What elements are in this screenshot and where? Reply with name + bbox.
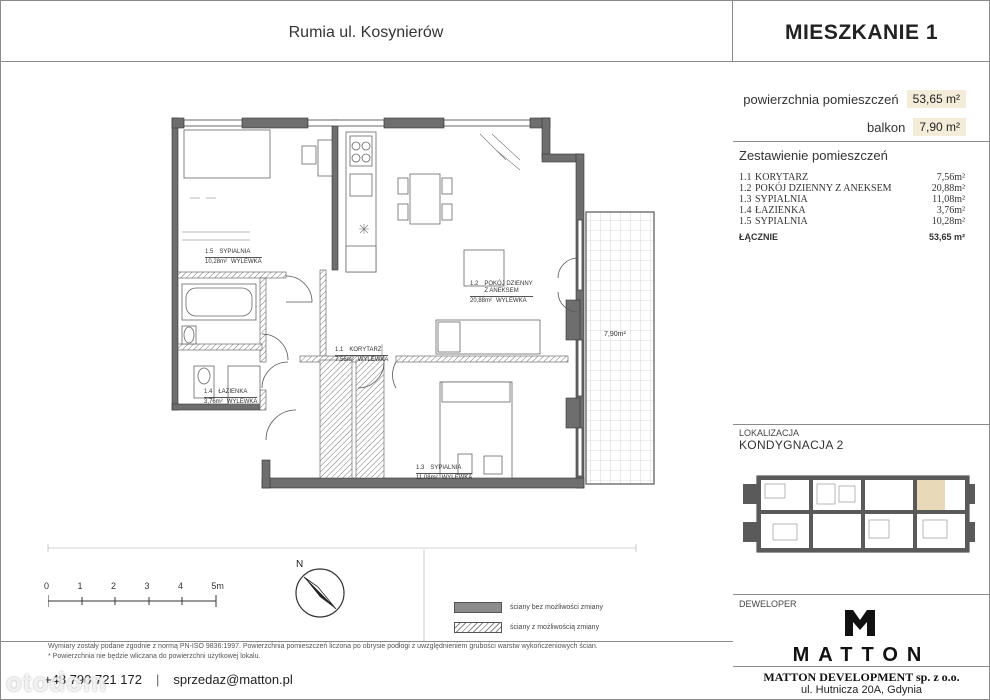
legend-hatch-walls: ściany z możliwością zmiany [454, 622, 599, 633]
balcony-area-value: 7,90 m² [913, 118, 966, 136]
legend-solid-walls: ściany bez możliwości zmiany [454, 602, 603, 613]
watermark: otodom [6, 667, 108, 697]
rooms-title: Zestawienie pomieszczeń [739, 148, 888, 163]
svg-text:N: N [296, 559, 303, 570]
company-address: ul. Hutnicza 20A, Gdynia [800, 684, 923, 696]
location-value: KONDYGNACJA 2 [739, 438, 844, 452]
contact-separator: | [155, 672, 160, 687]
apartment-title: MIESZKANIE 1 [784, 20, 939, 44]
location-label: LOKALIZACJA [739, 428, 800, 438]
partition-walls [177, 269, 569, 479]
legend-swatch-solid [454, 602, 502, 613]
scale-tick-4: 4 [177, 581, 183, 591]
scale-tick-3: 3 [144, 581, 150, 591]
balcony-area [585, 211, 655, 485]
floor-plan-drawing [171, 117, 655, 489]
balcony-label: 7,90m² [604, 331, 626, 338]
developer-label: DEWELOPER [739, 599, 797, 609]
address-header: Rumia ul. Kosynierów [0, 0, 733, 62]
balcony-area-label: balkon [867, 119, 906, 135]
balcony-area-row: balkon 7,90 m² [867, 118, 966, 136]
total-area-label: powierzchnia pomieszczeń [743, 91, 899, 107]
phone-number[interactable]: +48 790 721 172 [44, 672, 142, 687]
info-panel: powierzchnia pomieszczeń 53,65 m² balkon… [733, 62, 990, 700]
total-area-row: powierzchnia pomieszczeń 53,65 m² [743, 90, 966, 108]
scale-tick-5: 5m [211, 581, 224, 591]
legend-swatch-hatch [454, 622, 502, 633]
address: Rumia ul. Kosynierów [288, 23, 444, 41]
compass-icon: N [295, 559, 345, 618]
scale-tick-0: 0 [44, 581, 50, 591]
footer-divider [0, 641, 733, 642]
building-floor-thumbnail [743, 475, 975, 553]
scale-tick-1: 1 [77, 581, 83, 591]
furniture [181, 129, 541, 479]
company-name: MATTON DEVELOPMENT sp. z o.o. [763, 670, 960, 684]
scale-bar: 0 1 2 3 4 5m [44, 581, 224, 611]
apartment-header: MIESZKANIE 1 [733, 0, 990, 62]
matton-logo-icon [845, 610, 875, 636]
footnote: Wymiary zostały podane zgodnie z normą P… [48, 643, 598, 660]
total-area-value: 53,65 m² [906, 90, 966, 108]
contact-bar: +48 790 721 172 | sprzedaz@matton.pl [44, 672, 293, 687]
email-link[interactable]: sprzedaz@matton.pl [173, 672, 293, 687]
dimension-lines [47, 544, 637, 642]
matton-wordmark: MATTON [792, 644, 931, 666]
scale-tick-2: 2 [110, 581, 116, 591]
